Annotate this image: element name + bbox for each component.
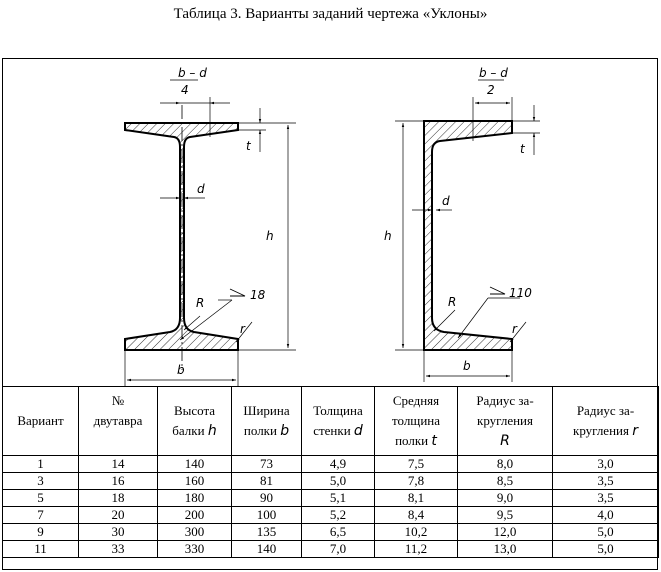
- channel-t-label: t: [520, 142, 526, 156]
- channel-profile: [423, 120, 513, 351]
- ibeam-h-label: h: [266, 229, 274, 243]
- channel-h-label: h: [384, 229, 392, 243]
- cell-width: 100: [231, 506, 302, 524]
- channel-slope-value: 110: [509, 286, 532, 300]
- cell-radius-r: 3,0: [552, 455, 659, 473]
- channel-d-label: d: [442, 194, 450, 208]
- cell-variant: 11: [2, 540, 79, 558]
- cell-flange-thickness: 10,2: [374, 523, 458, 541]
- ibeam-b-label: b: [177, 363, 185, 377]
- channel-R-label: R: [448, 295, 456, 309]
- channel-section: [395, 79, 540, 382]
- ibeam-d-label: d: [197, 182, 205, 196]
- cell-beam-number: 16: [78, 472, 158, 490]
- cell-width: 73: [231, 455, 302, 473]
- cell-width: 81: [231, 472, 302, 490]
- cell-radius-r: 3,5: [552, 472, 659, 490]
- cell-height: 180: [157, 489, 232, 507]
- channel-b-label: b: [463, 359, 471, 373]
- cell-radius-R: 9,0: [457, 489, 553, 507]
- cell-radius-R: 12,0: [457, 523, 553, 541]
- header-variant: Вариант: [2, 386, 79, 456]
- cell-variant: 7: [2, 506, 79, 524]
- ibeam-t-label: t: [246, 139, 252, 153]
- cell-beam-number: 30: [78, 523, 158, 541]
- cell-width: 135: [231, 523, 302, 541]
- ibeam-R-label: R: [196, 296, 204, 310]
- cell-web-thickness: 4,9: [301, 455, 375, 473]
- cell-width: 140: [231, 540, 302, 558]
- header-radius-r: Радиус за-кругления r: [552, 386, 659, 456]
- cell-flange-thickness: 7,5: [374, 455, 458, 473]
- cell-variant: 9: [2, 523, 79, 541]
- cell-height: 330: [157, 540, 232, 558]
- ibeam-slope-value: 18: [250, 288, 266, 302]
- cell-radius-R: 8,5: [457, 472, 553, 490]
- drawing-frame: [2, 58, 658, 570]
- cell-web-thickness: 7,0: [301, 540, 375, 558]
- i-beam-profile: [124, 122, 239, 351]
- channel-r-label: r: [512, 322, 518, 336]
- cell-flange-thickness: 11,2: [374, 540, 458, 558]
- cell-variant: 5: [2, 489, 79, 507]
- cell-beam-number: 14: [78, 455, 158, 473]
- cell-radius-r: 5,0: [552, 540, 659, 558]
- channel-slope-denominator: 2: [487, 83, 495, 97]
- ibeam-r-label: r: [240, 322, 246, 336]
- cell-web-thickness: 5,0: [301, 472, 375, 490]
- cell-variant: 1: [2, 455, 79, 473]
- cell-beam-number: 20: [78, 506, 158, 524]
- page-title: Таблица 3. Варианты заданий чертежа «Укл…: [173, 6, 488, 22]
- cell-flange-thickness: 8,4: [374, 506, 458, 524]
- cell-web-thickness: 5,2: [301, 506, 375, 524]
- cell-height: 300: [157, 523, 232, 541]
- cell-flange-thickness: 8,1: [374, 489, 458, 507]
- ibeam-slope-numerator: b – d: [178, 66, 207, 80]
- i-beam-section: [124, 79, 296, 386]
- cell-radius-R: 8,0: [457, 455, 553, 473]
- cell-width: 90: [231, 489, 302, 507]
- cell-height: 200: [157, 506, 232, 524]
- cell-radius-R: 9,5: [457, 506, 553, 524]
- cell-beam-number: 33: [78, 540, 158, 558]
- cell-beam-number: 18: [78, 489, 158, 507]
- cell-height: 140: [157, 455, 232, 473]
- cell-web-thickness: 5,1: [301, 489, 375, 507]
- cell-flange-thickness: 7,8: [374, 472, 458, 490]
- cell-web-thickness: 6,5: [301, 523, 375, 541]
- cell-variant: 3: [2, 472, 79, 490]
- cell-radius-r: 5,0: [552, 523, 659, 541]
- channel-slope-numerator: b – d: [479, 66, 508, 80]
- ibeam-slope-denominator: 4: [181, 83, 189, 97]
- cell-height: 160: [157, 472, 232, 490]
- cell-radius-r: 4,0: [552, 506, 659, 524]
- cell-radius-R: 13,0: [457, 540, 553, 558]
- cell-radius-r: 3,5: [552, 489, 659, 507]
